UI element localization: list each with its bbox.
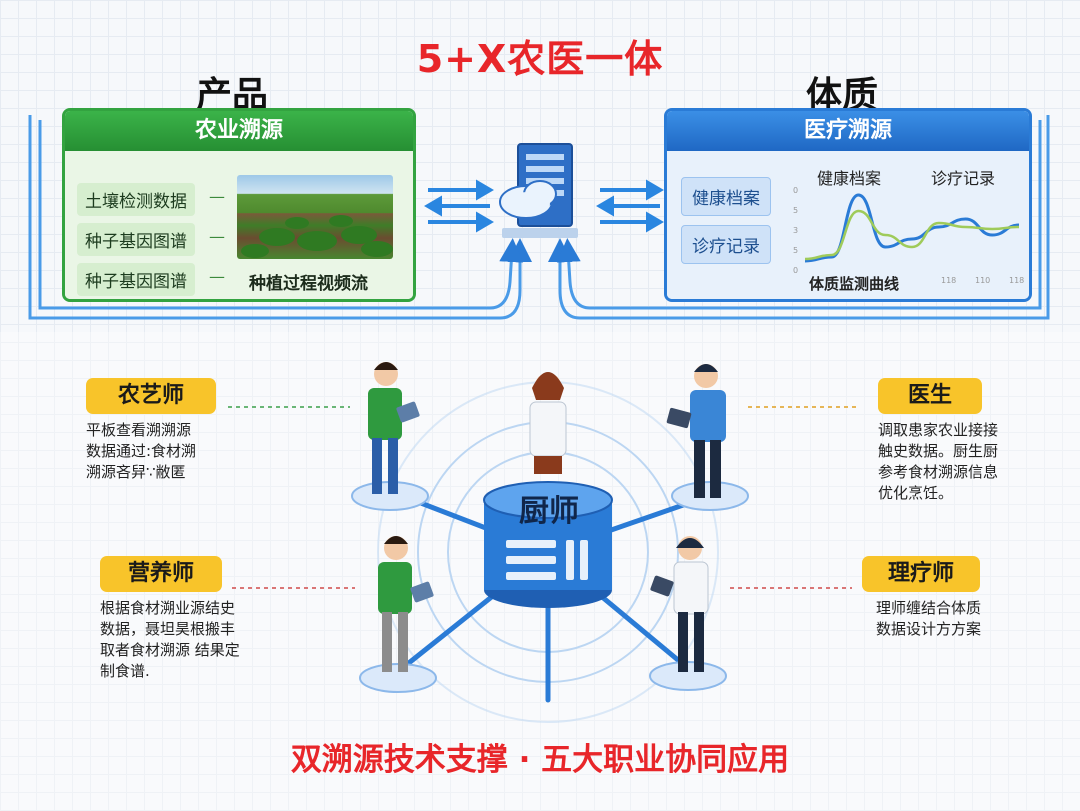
arrow-dash-2: —: [209, 227, 225, 246]
doctor-figure: [666, 364, 726, 498]
role-desc-nutritionist: 根据食材溯业源结史 数据，聂坦昊根搬丰 取者食材溯源 结果定 制食谱.: [100, 598, 280, 682]
tag-diagnosis-record: 诊疗记录: [681, 225, 771, 264]
desc-line: 调取患家农业接接: [878, 421, 999, 439]
y-tick-label: 3: [793, 226, 798, 235]
desc-line: 数据设计方方案: [876, 620, 982, 638]
constitution-chart: 0 5 3 5 0 118 110 118: [793, 186, 1024, 285]
role-badge-doctor: 医生: [878, 378, 982, 414]
x-tick-label: 110: [975, 276, 990, 285]
desc-line: 理师缠结合体质: [876, 599, 982, 617]
video-stream-label: 种植过程视频流: [249, 274, 368, 294]
series-line-2: [804, 209, 1020, 261]
agri-panel-title: 农业溯源: [65, 111, 413, 151]
med-panel-body: 健康档案 诊疗记录 健康档案 诊疗记录 0 5 3 5 0 118 110 118 体质监测…: [667, 151, 1029, 299]
role-badge-nutritionist: 营养师: [100, 556, 222, 592]
tag-health-record: 健康档案: [681, 177, 771, 216]
chart-legend-2: 诊疗记录: [931, 169, 996, 188]
med-panel-title: 医疗溯源: [667, 111, 1029, 151]
woman-figure: [529, 372, 567, 474]
agri-item-soil: 土壤检测数据: [77, 183, 195, 216]
desc-line: 数据通过:食材溯: [86, 442, 197, 460]
desc-line: 触史数据。厨生厨: [878, 442, 999, 460]
cloud-server-icon: [492, 140, 588, 242]
agri-panel-body: 土壤检测数据 种子基因图谱 种子基因图谱 — — — 种植过程视频流: [65, 151, 413, 299]
role-desc-agronomist: 平板查看溯溯源 数据通过:食材溯 溯源吝舁∵敝匿: [86, 420, 246, 483]
desc-line: 优化烹饪。: [878, 484, 954, 502]
arrow-dash-3: —: [209, 267, 225, 286]
role-desc-therapist: 理师缠结合体质 数据设计方方案: [876, 598, 1036, 640]
x-tick-label: 118: [1009, 276, 1024, 285]
desc-line: 平板查看溯溯源: [86, 421, 192, 439]
desc-line: 数据，聂坦昊根搬丰: [100, 620, 236, 638]
chart-legend-1: 健康档案: [817, 169, 882, 188]
page-title: 5+X农医一体: [416, 37, 664, 81]
chart-caption: 体质监测曲线: [809, 275, 900, 293]
therapist-figure: [650, 536, 709, 672]
agri-item-gene-2: 种子基因图谱: [77, 263, 195, 296]
role-desc-doctor: 调取患家农业接接 触史数据。厨生厨 参考食材溯源信息 优化烹饪。: [878, 420, 1038, 504]
desc-line: 参考食材溯源信息: [878, 463, 999, 481]
chef-hub-label: 厨师: [519, 494, 579, 529]
agri-item-gene-1: 种子基因图谱: [77, 223, 195, 256]
farm-field-image: [237, 175, 393, 259]
desc-line: 溯源吝舁∵敝匿: [86, 463, 186, 481]
arrow-dash-1: —: [209, 187, 225, 206]
desc-line: 取者食材溯源 结果定: [100, 641, 240, 659]
nutritionist-figure: [378, 536, 434, 672]
y-tick-label: 0: [793, 266, 798, 275]
role-badge-agronomist: 农艺师: [86, 378, 216, 414]
y-tick-label: 5: [793, 246, 798, 255]
y-tick-label: 0: [793, 186, 798, 195]
role-badge-therapist: 理疗师: [862, 556, 980, 592]
med-trace-panel: 医疗溯源 健康档案 诊疗记录 健康档案 诊疗记录 0 5 3 5 0 118 110 118…: [664, 108, 1032, 302]
x-tick-label: 118: [941, 276, 956, 285]
desc-line: 根据食材溯业源结史: [100, 599, 236, 617]
desc-line: 制食谱.: [100, 662, 150, 680]
footer-slogan: 双溯源技术支撑 · 五大职业协同应用: [290, 742, 790, 778]
agronomist-figure: [368, 362, 420, 494]
y-tick-label: 5: [793, 206, 798, 215]
agri-trace-panel: 农业溯源 土壤检测数据 种子基因图谱 种子基因图谱 — — — 种植过程视频流: [62, 108, 416, 302]
